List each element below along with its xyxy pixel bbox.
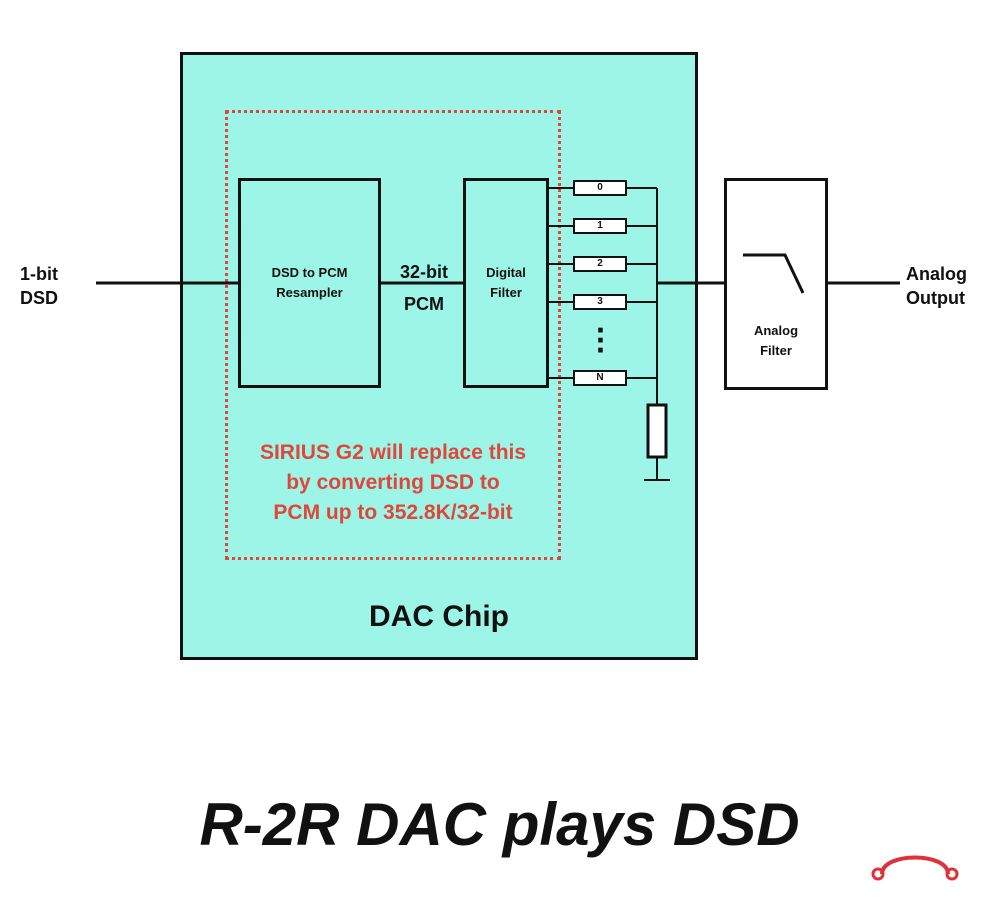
resistor-n: N xyxy=(573,370,627,386)
digital-filter-block: Digital Filter xyxy=(463,178,549,388)
resistor-3: 3 xyxy=(573,294,627,310)
lowpass-curve-icon xyxy=(743,253,805,294)
analog-filter-label-line1: Analog xyxy=(753,323,799,338)
replacement-note: SIRIUS G2 will replace this by convertin… xyxy=(226,438,560,528)
resampler-label-line1: DSD to PCM xyxy=(271,265,348,280)
pcm-label-line2: PCM xyxy=(404,294,444,314)
chip-label: DAC Chip xyxy=(369,600,509,633)
resistor-2: 2 xyxy=(573,256,627,272)
caption-title: R-2R DAC plays DSD xyxy=(199,791,800,858)
output-label-line2: Output xyxy=(906,288,965,308)
resistor-0: 0 xyxy=(573,180,627,196)
resampler-label-line2: Resampler xyxy=(276,285,343,300)
note-line3: PCM up to 352.8K/32-bit xyxy=(273,501,513,524)
pcm-label-line1: 32-bit xyxy=(399,262,448,282)
output-label: Analog Output xyxy=(906,262,967,310)
digital-filter-label-line1: Digital xyxy=(486,265,526,280)
input-label: 1-bit DSD xyxy=(20,262,58,310)
replacement-region xyxy=(225,110,561,560)
headphones-logo-icon xyxy=(871,855,959,881)
resistor-1: 1 xyxy=(573,218,627,234)
pcm-label: 32-bit PCM xyxy=(391,256,457,320)
note-line2: by converting DSD to xyxy=(286,471,500,494)
output-label-line1: Analog xyxy=(906,264,967,284)
note-line1: SIRIUS G2 will replace this xyxy=(259,441,527,464)
termination-resistor xyxy=(646,403,668,459)
resampler-block: DSD to PCM Resampler xyxy=(238,178,381,388)
analog-filter-label-line2: Filter xyxy=(760,343,792,358)
vertical-dots-icon: ··· xyxy=(596,312,607,368)
input-label-line2: DSD xyxy=(20,288,59,308)
input-label-line1: 1-bit xyxy=(20,264,58,284)
analog-filter-block: Analog Filter xyxy=(724,178,828,390)
digital-filter-label-line2: Filter xyxy=(490,285,522,300)
